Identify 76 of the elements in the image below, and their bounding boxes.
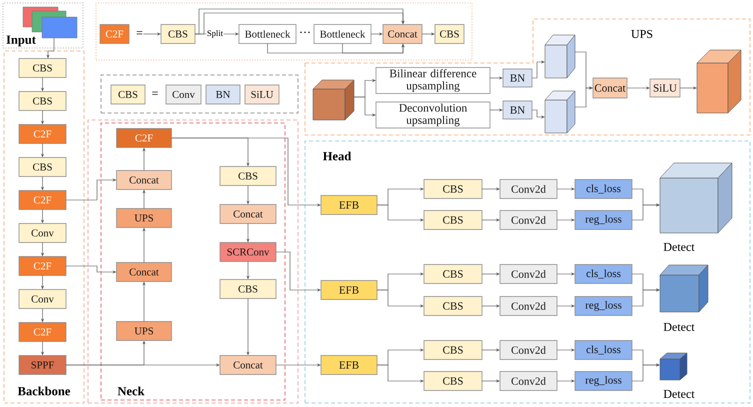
feature-cube <box>312 80 354 120</box>
module-box: reg_loss <box>574 371 632 391</box>
module-box: Conv <box>166 84 202 104</box>
module-box: Conv2d <box>500 264 558 284</box>
module-box: CBS <box>220 279 276 299</box>
dashed-frame <box>100 74 298 114</box>
cube-caption: Detect <box>664 323 695 331</box>
feature-cube <box>544 90 576 134</box>
panel-title: Backbone <box>18 386 70 396</box>
module-box: C2F <box>18 256 66 276</box>
module-box: Concat <box>382 24 422 44</box>
module-box: Concat <box>592 78 628 98</box>
module-box: Conv <box>18 289 66 309</box>
feature-cube <box>544 34 576 78</box>
module-box: CBS <box>18 157 66 177</box>
module-box: cls_loss <box>574 179 632 199</box>
module-box: UPS <box>116 321 172 341</box>
module-box: BN <box>502 100 532 120</box>
module-box: Conv2d <box>500 210 558 230</box>
module-box: Conv2d <box>500 296 558 316</box>
panel-title: Neck <box>118 386 145 396</box>
panel-title: UPS <box>631 30 652 38</box>
module-box: Bottleneck <box>314 24 372 44</box>
module-box: C2F <box>116 128 172 148</box>
module-box: Concat <box>220 204 276 224</box>
ellipsis: ··· <box>300 32 310 34</box>
arrow <box>194 12 405 34</box>
module-box: Conv2d <box>500 179 558 199</box>
cube-caption: Detect <box>664 390 695 398</box>
module-box: EFB <box>320 195 378 215</box>
module-box: SiLU <box>244 84 280 104</box>
module-box: CBS <box>434 24 464 44</box>
module-box: Conv2d <box>500 340 558 360</box>
equals-sign: = <box>136 31 142 34</box>
panel-title: Head <box>323 152 352 160</box>
module-box: C2F <box>18 322 66 342</box>
module-box: C2F <box>18 190 66 210</box>
module-box: Conv <box>18 223 66 243</box>
module-box: reg_loss <box>574 210 632 230</box>
module-box: SCRConv <box>220 242 276 262</box>
module-box: CBS <box>18 58 66 78</box>
module-box: reg_loss <box>574 296 632 316</box>
module-box: BN <box>502 68 532 88</box>
module-box: SPPF <box>18 355 66 375</box>
module-box: CBS <box>160 24 196 44</box>
module-box: Bottleneck <box>238 24 296 44</box>
module-box: CBS <box>424 340 482 360</box>
module-box: CBS <box>424 210 482 230</box>
module-box: CBS <box>110 84 146 104</box>
module-box: CBS <box>424 179 482 199</box>
module-box: Deconvolution upsampling <box>376 102 490 128</box>
module-box: cls_loss <box>574 264 632 284</box>
module-box: Bilinear difference upsampling <box>376 67 490 94</box>
module-box: CBS <box>424 371 482 391</box>
module-box: Concat <box>220 355 276 375</box>
module-box: BN <box>206 84 240 104</box>
panel-title: Input <box>6 36 36 46</box>
module-box: C2F <box>18 124 66 144</box>
module-box: CBS <box>424 296 482 316</box>
edge-label: Split <box>206 30 224 38</box>
module-box: C2F <box>100 24 130 44</box>
feature-cube <box>696 50 742 114</box>
module-box: SiLU <box>650 78 680 98</box>
module-box: EFB <box>320 280 378 300</box>
module-box: EFB <box>320 355 378 375</box>
module-box: CBS <box>424 264 482 284</box>
cube-caption: Detect <box>664 243 695 251</box>
module-box: CBS <box>18 91 66 111</box>
module-box: CBS <box>220 166 276 186</box>
equals-sign: = <box>152 92 158 95</box>
module-box: cls_loss <box>574 340 632 360</box>
module-box: Conv2d <box>500 371 558 391</box>
module-box: Concat <box>116 170 172 190</box>
dotted-frame <box>96 2 472 60</box>
module-box: UPS <box>116 208 172 228</box>
module-box: Concat <box>116 262 172 282</box>
